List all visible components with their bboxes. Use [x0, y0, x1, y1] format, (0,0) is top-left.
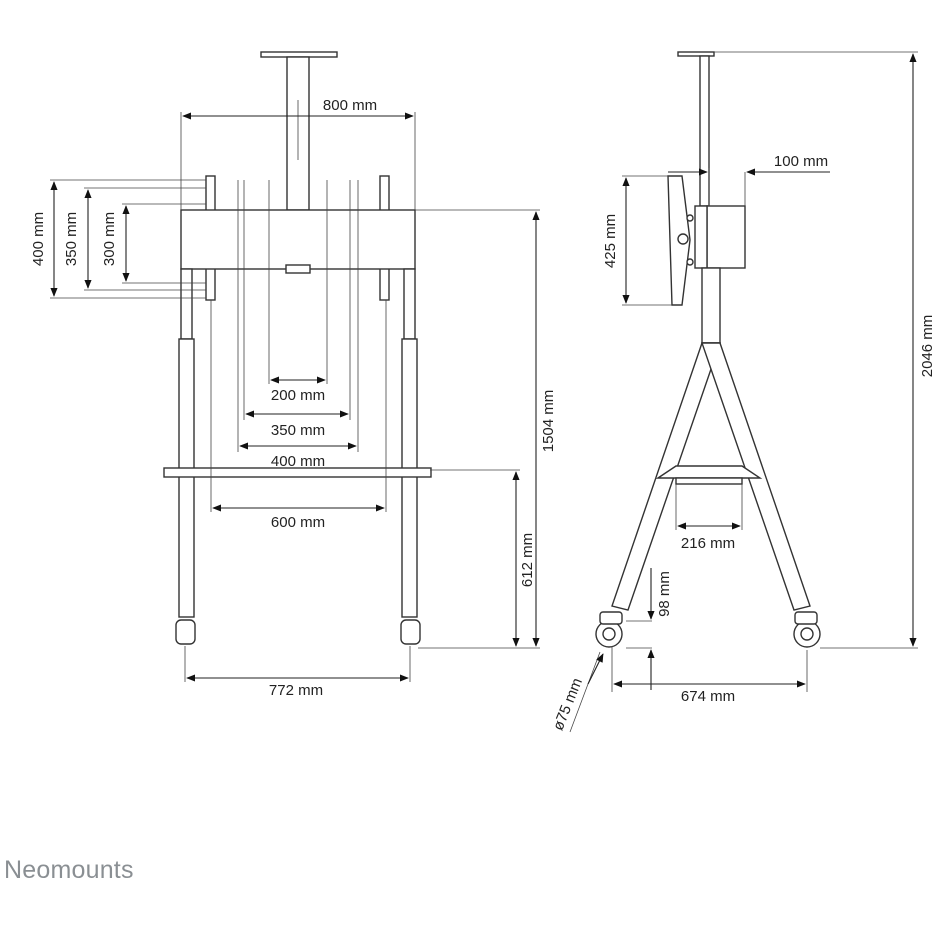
mount-box [285, 264, 311, 274]
label-350mm: 350 mm [271, 422, 325, 439]
caster-right [400, 619, 421, 645]
side-top-plate [677, 51, 715, 57]
label-350mm-height: 350 mm [63, 212, 80, 266]
label-425mm: 425 mm [602, 214, 619, 268]
front-view: 800 mm 400 mm 350 mm 300 mm 200 mm 350 m… [30, 51, 557, 699]
label-98mm: 98 mm [656, 571, 673, 617]
side-shelf [655, 465, 763, 479]
label-674mm: 674 mm [681, 688, 735, 705]
side-housing [706, 205, 746, 269]
pivot-knob [677, 233, 689, 245]
leg-left-lower [178, 338, 195, 618]
label-2046mm: 2046 mm [919, 315, 936, 378]
side-bracket [694, 205, 708, 269]
label-612mm: 612 mm [519, 533, 536, 587]
leg-right-upper [403, 268, 416, 340]
shelf-bar [163, 467, 432, 478]
side-post [701, 267, 721, 344]
label-400mm-height: 400 mm [30, 212, 47, 266]
screen-frame [180, 209, 416, 270]
label-100mm: 100 mm [774, 153, 828, 170]
label-800mm: 800 mm [323, 97, 377, 114]
side-column [699, 55, 710, 207]
label-600mm: 600 mm [271, 514, 325, 531]
leg-left-upper [180, 268, 193, 340]
brand-logo: Neomounts [4, 856, 134, 884]
label-1504mm: 1504 mm [540, 390, 557, 453]
label-400mm: 400 mm [271, 453, 325, 470]
leg-right-lower [401, 338, 418, 618]
label-772mm: 772 mm [269, 682, 323, 699]
label-300mm-height: 300 mm [101, 212, 118, 266]
label-216mm: 216 mm [681, 535, 735, 552]
side-shelf-tray [675, 477, 743, 485]
top-plate [260, 51, 338, 58]
caster-left [175, 619, 196, 645]
label-200mm: 200 mm [271, 387, 325, 404]
side-view: 100 mm 425 mm 2046 mm 216 mm 98 mm ø75 m… [550, 51, 936, 733]
